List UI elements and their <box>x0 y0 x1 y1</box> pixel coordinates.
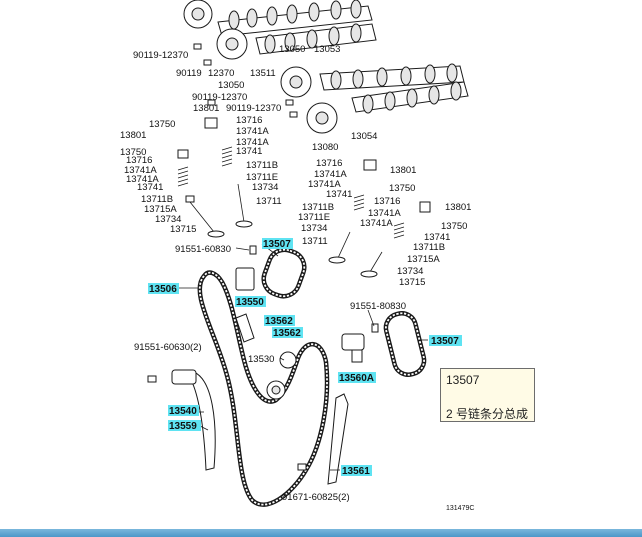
part-label: 13734 <box>252 182 278 193</box>
right-valve-assembly <box>328 159 431 278</box>
part-label: 13741 <box>137 182 163 193</box>
tooltip-description: 2 号链条分总成 <box>446 407 529 421</box>
part-label: 13741A <box>360 218 393 229</box>
left-camshaft-upper <box>217 0 373 37</box>
main-timing-chain <box>197 270 330 507</box>
chain-guide-right <box>327 393 349 485</box>
part-label: 13716 <box>126 155 152 166</box>
part-label: 13741A <box>236 137 269 148</box>
left-valve-assembly <box>177 117 253 238</box>
part-label: 13801 <box>120 130 146 141</box>
part-label: 13741 <box>326 189 352 200</box>
bolt-icons-lower <box>147 245 379 471</box>
part-label: 13801 <box>445 202 471 213</box>
idler-sprocket <box>279 351 297 369</box>
right-camshaft-lower <box>351 81 469 114</box>
part-label: 13715A <box>407 254 440 265</box>
highlight-label-13562[interactable]: 13562 <box>273 328 301 339</box>
part-label: 13053 <box>314 44 340 55</box>
part-label: 90119 <box>176 68 202 79</box>
part-label: 13801 <box>193 103 219 114</box>
part-label: 90119-12370 <box>192 92 247 103</box>
part-label: 13715A <box>144 204 177 215</box>
part-label: 13716 <box>316 158 342 169</box>
part-label: 13711E <box>246 172 278 183</box>
part-label: 13741A <box>314 169 347 180</box>
part-label: 91671-60825(2) <box>282 492 350 503</box>
part-label: 13711B <box>246 160 278 171</box>
part-label: 13741A <box>368 208 401 219</box>
highlight-label-13506[interactable]: 13506 <box>149 284 177 295</box>
right-camshaft-upper <box>319 63 465 91</box>
part-label: 13054 <box>351 131 377 142</box>
cam-timing-gear-4 <box>306 102 338 134</box>
part-label: 13711 <box>302 236 328 247</box>
part-label: 13711 <box>256 196 282 207</box>
no2-chain-right <box>383 311 427 377</box>
highlight-label-13559[interactable]: 13559 <box>169 421 197 432</box>
part-label: 91551-60830 <box>175 244 231 255</box>
highlight-label-13507[interactable]: 13507 <box>263 239 291 250</box>
part-label: 13750 <box>120 147 146 158</box>
no2-chain-left <box>261 247 307 299</box>
part-label: 13750 <box>389 183 415 194</box>
part-number-labels: 90119-12370 90119 12370 13050 13050 1351… <box>120 44 474 512</box>
left-camshaft-lower <box>255 23 377 55</box>
crankshaft-sprocket <box>266 380 286 400</box>
tooltip-part-number: 13507 <box>446 373 480 387</box>
bolt-icons-cam <box>193 43 298 118</box>
part-label: 13741A <box>236 126 269 137</box>
part-label: 13750 <box>149 119 175 130</box>
part-label: 13716 <box>236 115 262 126</box>
part-label: 13711E <box>298 212 330 223</box>
diagram-code: 131479C <box>446 505 474 512</box>
highlight-label-13507[interactable]: 13507 <box>431 336 459 347</box>
part-label: 13511 <box>250 68 276 79</box>
part-label: 13080 <box>312 142 338 153</box>
part-label: 91551-80830 <box>350 301 406 312</box>
part-label: 90119-12370 <box>133 50 188 61</box>
part-label: 13711B <box>141 194 173 205</box>
part-label: 12370 <box>208 68 234 79</box>
chain-slipper-left <box>189 371 216 471</box>
chain-tensioner-left <box>235 267 255 291</box>
part-label: 13741A <box>124 165 157 176</box>
cam-timing-gear-1 <box>183 0 213 29</box>
highlight-label-13550[interactable]: 13550 <box>236 297 264 308</box>
highlight-label-13560A[interactable]: 13560A <box>339 373 374 384</box>
part-info-tooltip: 13507 2 号链条分总成 <box>440 368 535 422</box>
part-label: 90119-12370 <box>226 103 281 114</box>
part-label: 13530 <box>248 354 274 365</box>
part-label: 13715 <box>170 224 196 235</box>
highlight-label-13561[interactable]: 13561 <box>342 466 370 477</box>
footer-bar <box>0 529 642 537</box>
part-label: 13050 <box>279 44 305 55</box>
part-label: 13734 <box>397 266 423 277</box>
highlight-label-13540[interactable]: 13540 <box>169 406 197 417</box>
highlight-label-13562[interactable]: 13562 <box>265 316 293 327</box>
part-label: 13716 <box>374 196 400 207</box>
part-label: 13711B <box>302 202 334 213</box>
chain-tensioner-right <box>341 333 365 363</box>
part-label: 13741 <box>236 146 262 157</box>
cam-timing-gear-2 <box>216 28 248 60</box>
part-label: 13750 <box>441 221 467 232</box>
part-label: 13741A <box>308 179 341 190</box>
part-label: 13741A <box>126 174 159 185</box>
part-label: 13050 <box>218 80 244 91</box>
highlighted-part-labels[interactable]: 13507 13506 13550 13562 13562 13507 1356… <box>148 238 462 477</box>
part-label: 13741 <box>424 232 450 243</box>
part-label: 13734 <box>155 214 181 225</box>
part-label: 13711B <box>413 242 445 253</box>
part-label: 13734 <box>301 223 327 234</box>
chain-guide-upper <box>235 313 255 343</box>
part-label: 13801 <box>390 165 416 176</box>
part-label: 13715 <box>399 277 425 288</box>
part-label: 91551-60630(2) <box>134 342 202 353</box>
chain-tensioner-bracket <box>171 369 197 385</box>
cam-timing-gear-3 <box>280 66 312 98</box>
